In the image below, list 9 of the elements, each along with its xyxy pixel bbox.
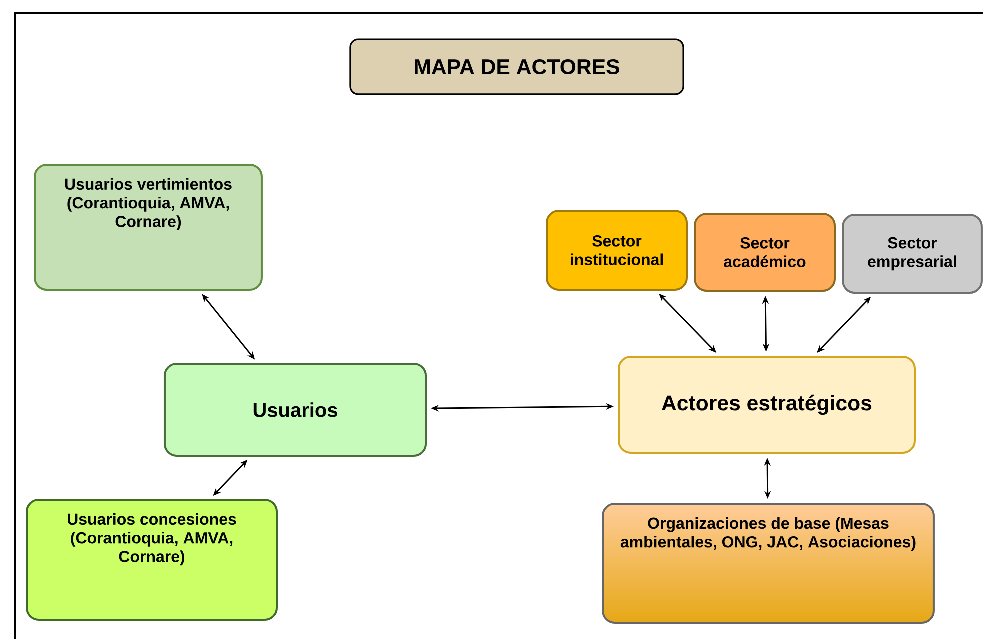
user-group-box: Usuarios concesiones (Corantioquia, AMVA, Cornare) bbox=[26, 499, 278, 621]
process-box: Usuarios bbox=[164, 363, 428, 457]
title-box: MAPA DE ACTORES bbox=[350, 38, 684, 96]
sector-box: Sector empresarial bbox=[842, 214, 983, 294]
user-group-box: Usuarios vertimientos (Corantioquia, AMVA, Cornare) bbox=[34, 164, 263, 292]
process-box: Actores estratégicos bbox=[618, 356, 916, 454]
sector-box: Sector académico bbox=[694, 212, 836, 292]
organization-box: Organizaciones de base (Mesas ambientales, ONG, JAC, Asociaciones) bbox=[602, 503, 935, 624]
sector-box: Sector institucional bbox=[546, 210, 688, 291]
